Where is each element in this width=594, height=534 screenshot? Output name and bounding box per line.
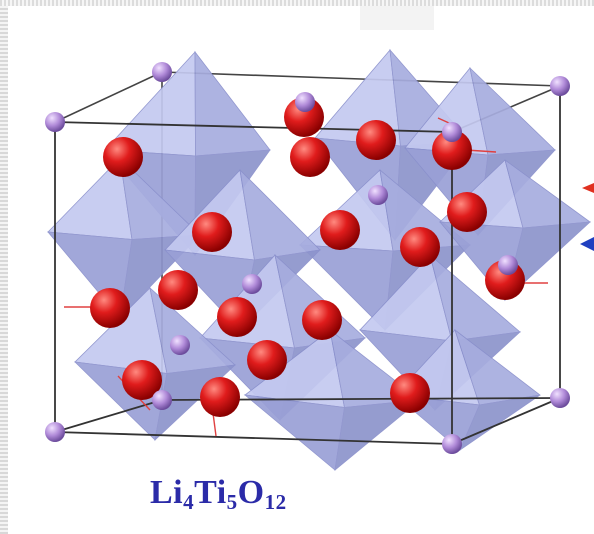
oxygen-atom	[217, 297, 257, 337]
oxygen-atom	[290, 137, 330, 177]
chemical-formula-label: Li4Ti5O12	[150, 474, 287, 515]
lithium-atom	[45, 112, 65, 132]
oxygen-atom	[158, 270, 198, 310]
lithium-atom	[442, 434, 462, 454]
octahedron	[73, 286, 237, 442]
oxygen-atom	[247, 340, 287, 380]
lithium-atoms	[45, 62, 570, 454]
lithium-atom	[550, 76, 570, 96]
oxygen-atom	[320, 210, 360, 250]
octahedron-face	[243, 394, 345, 471]
oxygen-atom	[122, 360, 162, 400]
lithium-atom	[170, 335, 190, 355]
lithium-atom	[152, 390, 172, 410]
oxygen-atom	[284, 97, 324, 137]
octahedron-face	[239, 168, 321, 261]
lithium-atom	[242, 274, 262, 294]
lithium-atom	[442, 122, 462, 142]
lithium-atom	[368, 185, 388, 205]
formula-subscript-ti: 5	[226, 490, 238, 514]
oxygen-atom	[200, 377, 240, 417]
formula-subscript-li: 4	[183, 490, 195, 514]
oxygen-atoms	[90, 97, 525, 417]
lithium-atom	[550, 388, 570, 408]
lithium-atom	[152, 62, 172, 82]
lithium-atom	[295, 92, 315, 112]
oxygen-atom	[432, 130, 472, 170]
image-border-notch	[360, 6, 434, 30]
oxygen-atom	[447, 192, 487, 232]
oxygen-atom	[192, 212, 232, 252]
formula-subscript-o: 12	[264, 490, 287, 514]
oxygen-atom	[390, 373, 430, 413]
red-arrow-icon	[582, 183, 594, 193]
blue-arrow-icon	[580, 237, 594, 251]
octahedron	[47, 156, 202, 320]
oxygen-atom	[302, 300, 342, 340]
image-border-left	[0, 0, 8, 534]
formula-element-ti: Ti	[194, 474, 227, 511]
lithium-atom	[45, 422, 65, 442]
octahedron-face	[334, 399, 422, 471]
octahedron-face	[459, 394, 541, 452]
image-border-top	[0, 0, 594, 6]
oxygen-atom	[90, 288, 130, 328]
formula-element-li: Li	[150, 474, 184, 511]
edge-arrows	[580, 183, 594, 251]
formula-element-o: O	[237, 474, 265, 511]
lithium-atom	[498, 255, 518, 275]
octahedron	[393, 328, 541, 452]
octahedron-face	[194, 50, 271, 157]
oxygen-atom	[103, 137, 143, 177]
oxygen-atom	[400, 227, 440, 267]
oxygen-atom	[356, 120, 396, 160]
